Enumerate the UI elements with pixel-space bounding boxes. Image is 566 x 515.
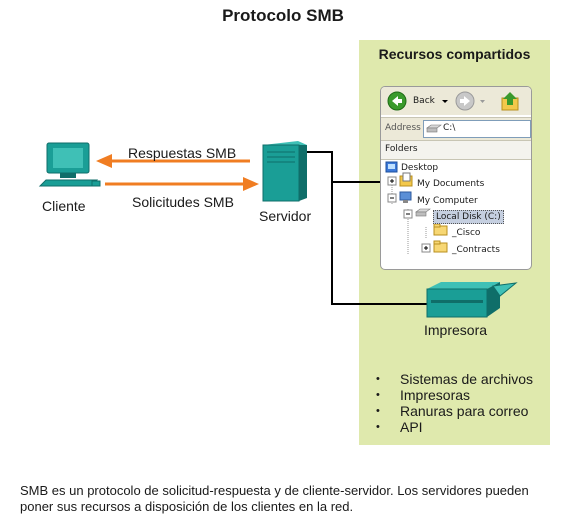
contracts-folder-icon [433, 240, 448, 253]
diagram-title: Protocolo SMB [222, 6, 344, 25]
server-icon [262, 141, 307, 202]
bullet-icon: • [376, 405, 380, 417]
computer-icon [399, 191, 412, 203]
tree-graphics [385, 161, 448, 255]
server-label: Servidor [259, 208, 312, 224]
expand-my-documents-icon [387, 176, 397, 186]
bullet-icon: • [376, 389, 380, 401]
folder-tree: Desktop My Documents My Computer Local D… [381, 159, 531, 269]
requests-arrow [105, 177, 259, 191]
resources-list: •Sistemas de archivos •Impresoras •Ranur… [376, 371, 533, 435]
footer-caption: SMB es un protocolo de solicitud-respues… [20, 483, 529, 514]
shared-resources-title: Recursos compartidos [378, 46, 531, 62]
list-item: •API [376, 419, 423, 435]
requests-label: Solicitudes SMB [132, 194, 234, 210]
up-folder-icon [501, 92, 519, 111]
drive-icon [426, 124, 442, 133]
tree-item-my-computer[interactable]: My Computer [417, 196, 478, 206]
cisco-folder-icon [433, 223, 448, 236]
address-bar: Address C:\ [381, 117, 531, 140]
tree-item-desktop[interactable]: Desktop [401, 163, 439, 173]
address-label: Address [385, 123, 421, 133]
back-dropdown-icon [442, 100, 448, 103]
file-explorer-window: Back Address C:\ Folders [380, 86, 532, 270]
server-to-explorer-cable [307, 151, 382, 183]
forward-dropdown-icon [480, 100, 485, 103]
bullet-icon: • [376, 421, 380, 433]
responses-arrow [96, 154, 250, 168]
server-to-printer-cable [331, 182, 427, 305]
collapse-my-computer-icon [387, 193, 397, 203]
desktop-icon [385, 161, 398, 173]
tree-item-my-documents[interactable]: My Documents [417, 179, 485, 189]
address-value: C:\ [443, 123, 456, 133]
tree-item-contracts[interactable]: _Contracts [452, 245, 500, 255]
client-computer-icon [38, 142, 101, 187]
tree-item-local-disk[interactable]: Local Disk (C:) [433, 210, 504, 224]
responses-label: Respuestas SMB [128, 145, 237, 161]
list-item: •Ranuras para correo [376, 403, 529, 419]
tree-item-cisco[interactable]: _Cisco [452, 228, 481, 238]
printer-label: Impresora [424, 322, 488, 338]
list-item: •Impresoras [376, 387, 471, 403]
navigation-toolbar: Back [381, 87, 531, 115]
forward-arrow-icon [455, 91, 475, 111]
list-item: •Sistemas de archivos [376, 371, 534, 387]
expand-contracts-icon [421, 243, 431, 253]
folders-header: Folders [381, 140, 531, 160]
address-input[interactable]: C:\ [423, 120, 531, 138]
client-label: Cliente [42, 198, 86, 214]
bullet-icon: • [376, 373, 380, 385]
back-arrow-icon [387, 91, 407, 111]
disk-drive-icon [415, 208, 431, 217]
nav-icons [387, 91, 519, 111]
printer-icon [426, 282, 518, 318]
back-button-label[interactable]: Back [413, 96, 435, 106]
collapse-local-disk-icon [403, 209, 413, 219]
folders-label: Folders [385, 144, 418, 154]
documents-folder-icon [399, 172, 413, 187]
